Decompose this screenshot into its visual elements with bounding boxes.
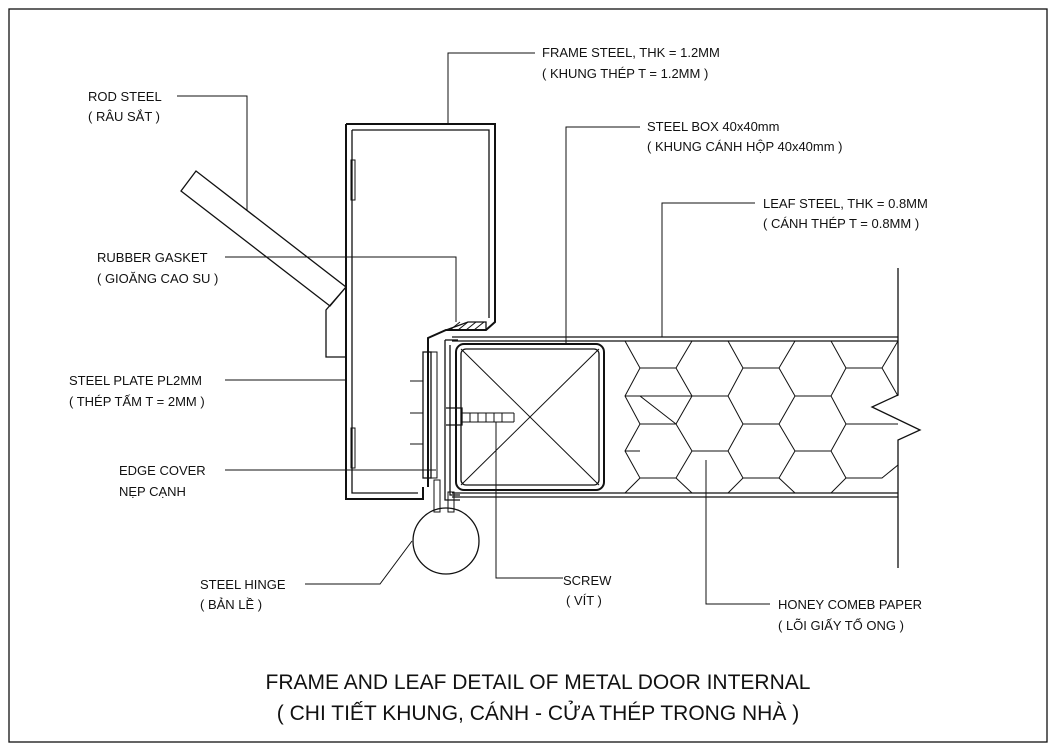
frame-inner-returns xyxy=(350,159,356,469)
screw-label: SCREW xyxy=(563,573,612,588)
honey-paper-label-vi: ( LÕI GIẤY TỔ ONG ) xyxy=(778,618,904,633)
screw xyxy=(446,407,515,426)
leader-lines xyxy=(177,52,770,605)
leaf-steel-label-vi: ( CÁNH THÉP T = 0.8MM ) xyxy=(763,216,919,231)
rod-steel-label-vi: ( RÂU SẮT ) xyxy=(88,109,160,124)
steel-box xyxy=(455,343,605,491)
rubber-gasket-label-vi: ( GIOĂNG CAO SU ) xyxy=(97,271,218,286)
steel-plate-label: STEEL PLATE PL2MM xyxy=(69,373,202,388)
break-line xyxy=(870,268,922,568)
edge-cover xyxy=(444,339,460,501)
edge-cover-label: EDGE COVER xyxy=(119,463,206,478)
frame-steel-label: FRAME STEEL, THK = 1.2MM xyxy=(542,45,720,60)
honey-paper-label: HONEY COMEB PAPER xyxy=(778,597,922,612)
steel-box-label: STEEL BOX 40x40mm xyxy=(647,119,779,134)
drawing-subtitle: ( CHI TIẾT KHUNG, CÁNH - CỬA THÉP TRONG … xyxy=(277,701,799,725)
steel-plate-label-vi: ( THÉP TẤM T = 2MM ) xyxy=(69,394,205,409)
steel-hinge xyxy=(412,479,480,575)
frame-steel-profile xyxy=(345,123,496,500)
drawing-border xyxy=(8,8,1048,743)
frame-steel-label-vi: ( KHUNG THÉP T = 1.2MM ) xyxy=(542,66,708,81)
steel-hinge-label-vi: ( BẢN LỀ ) xyxy=(200,597,262,612)
rod-steel-label: ROD STEEL xyxy=(88,89,162,104)
leaf-steel xyxy=(452,336,898,498)
leaf-steel-label: LEAF STEEL, THK = 0.8MM xyxy=(763,196,928,211)
steel-box-label-vi: ( KHUNG CÁNH HỘP 40x40mm ) xyxy=(647,139,843,154)
drawing-title: FRAME AND LEAF DETAIL OF METAL DOOR INTE… xyxy=(266,671,811,694)
screw-label-vi: ( VÍT ) xyxy=(566,593,602,608)
edge-cover-label-vi: NẸP CẠNH xyxy=(119,484,186,499)
honeycomb-core xyxy=(604,340,899,494)
rubber-gasket xyxy=(445,321,487,331)
rubber-gasket-label: RUBBER GASKET xyxy=(97,250,208,265)
rod-steel xyxy=(180,170,347,358)
steel-plate xyxy=(410,351,438,479)
steel-hinge-label: STEEL HINGE xyxy=(200,577,286,592)
